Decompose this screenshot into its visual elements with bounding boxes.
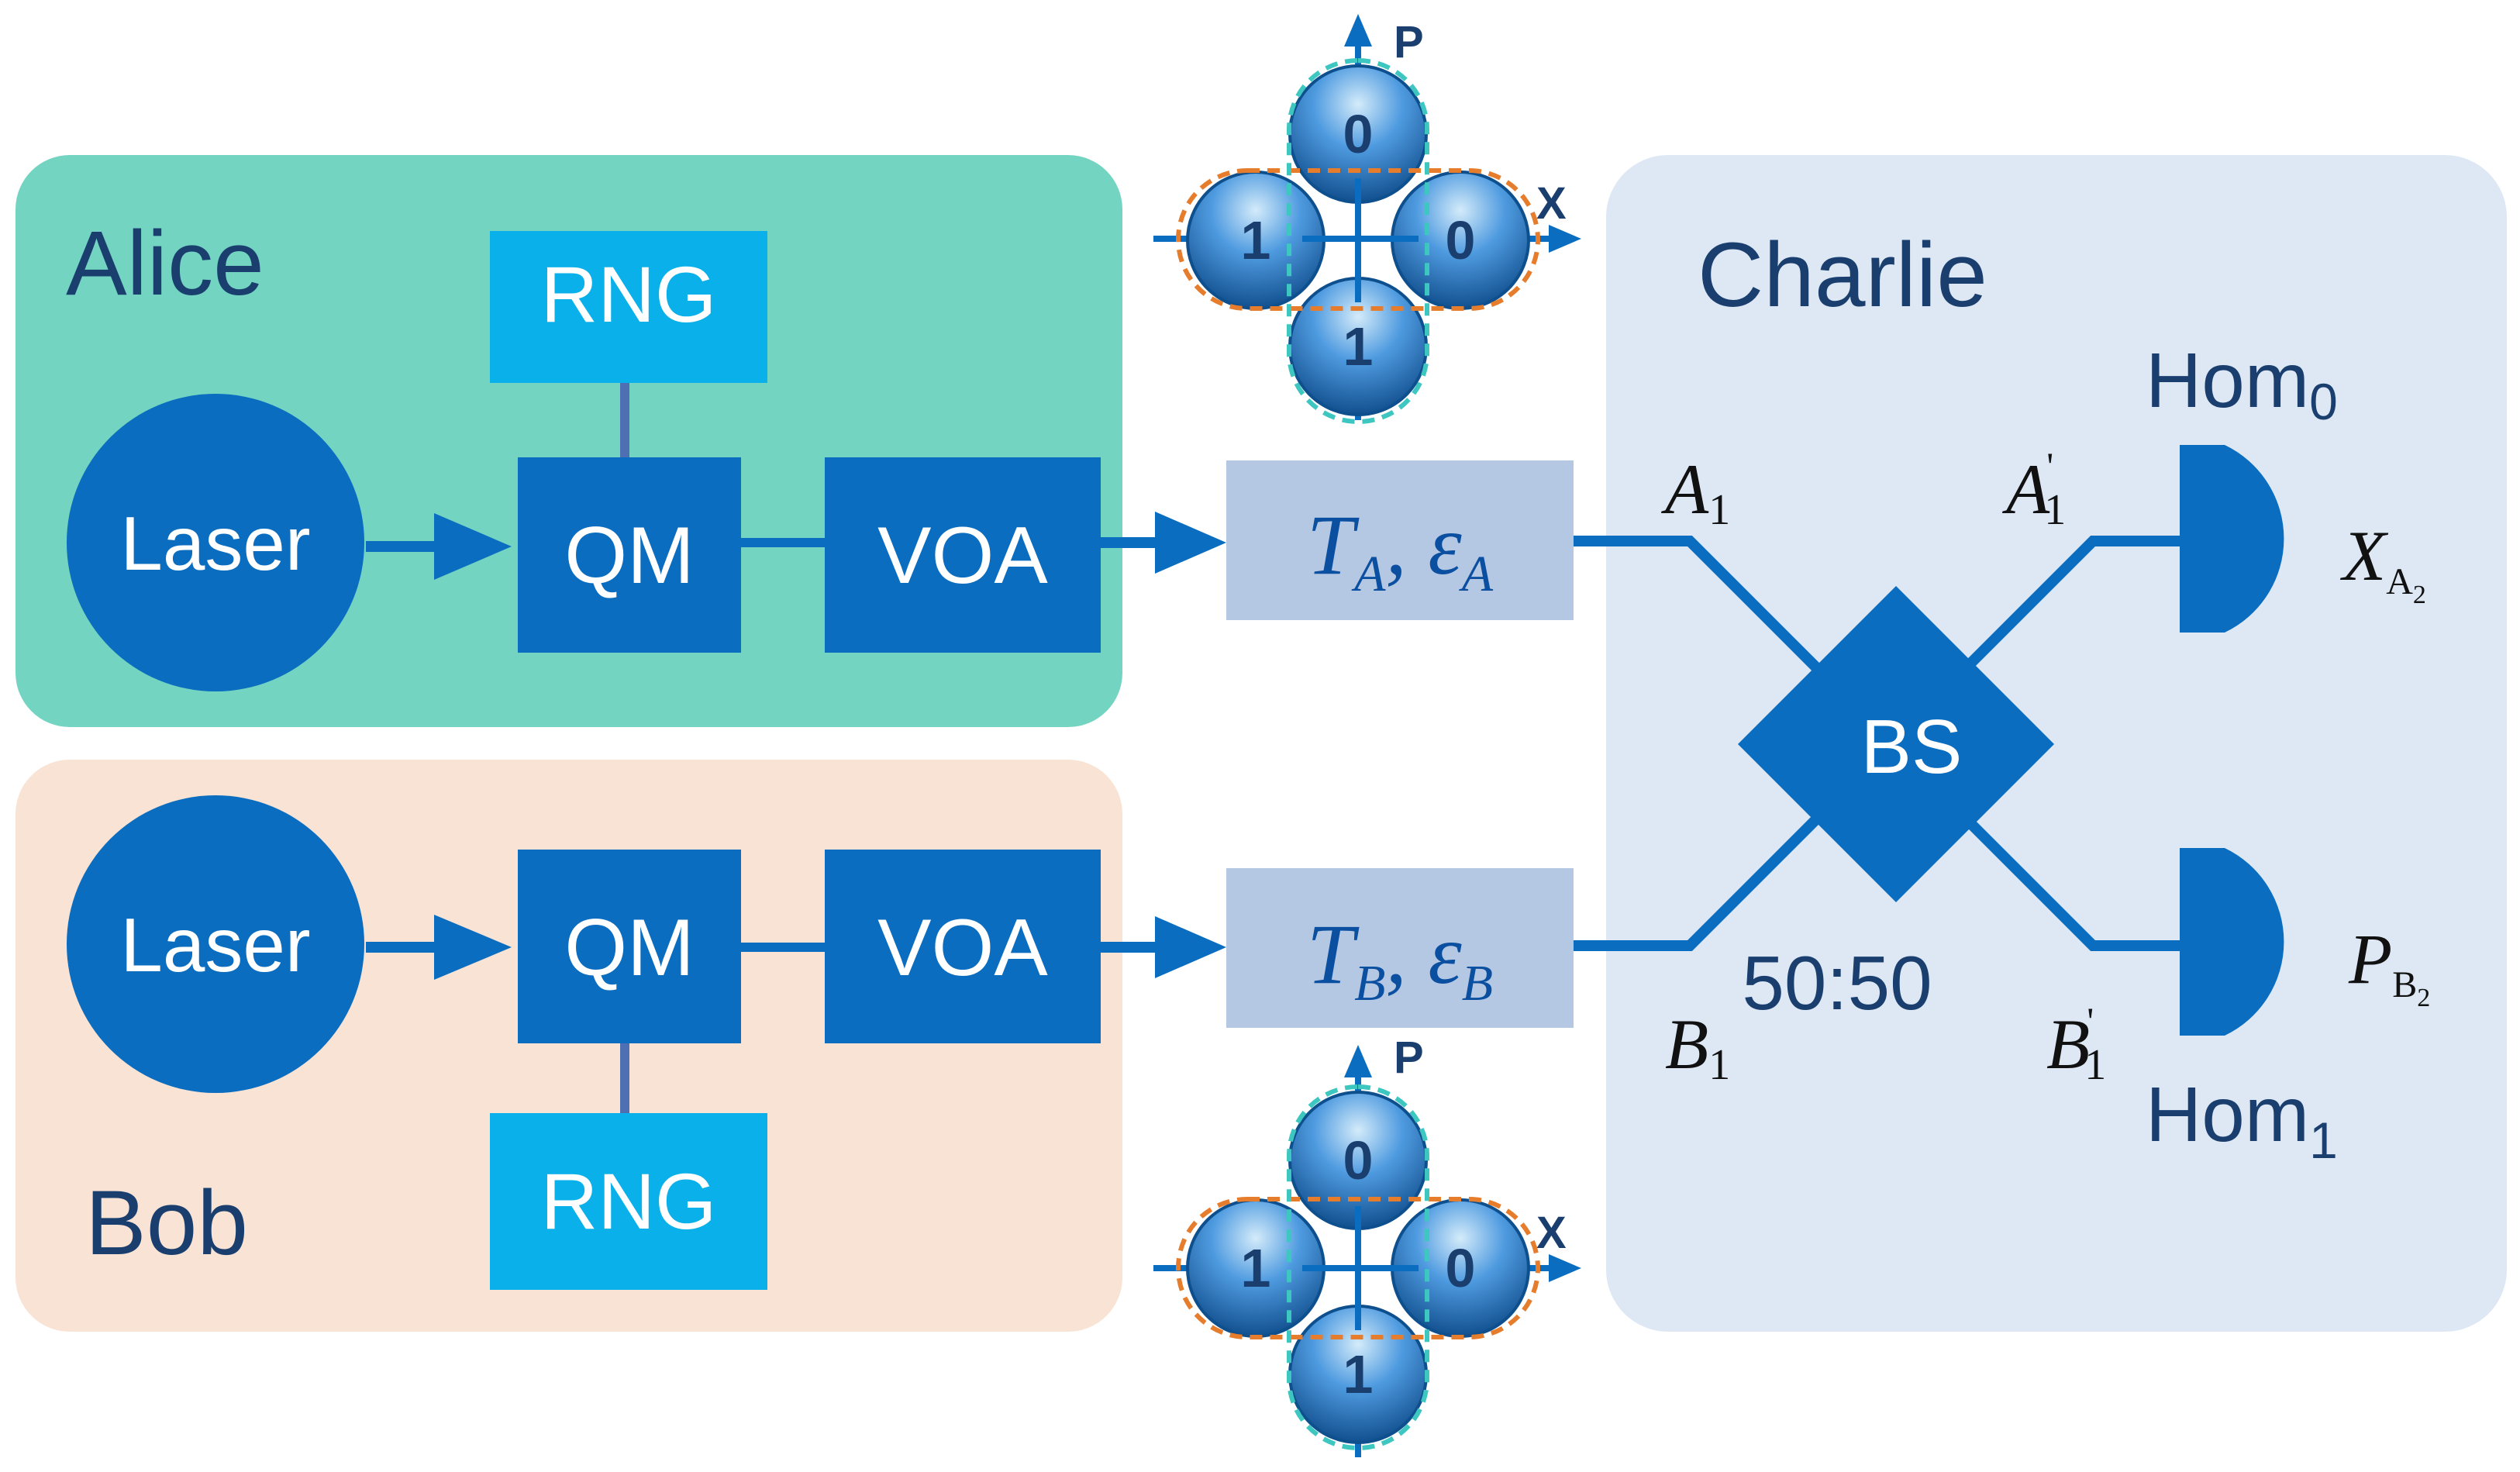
mode-a-in-label: A1 xyxy=(1660,450,1730,534)
x-axis-bottom-arrowhead xyxy=(1549,1254,1581,1282)
state-label-bottom-x0: 0 xyxy=(1446,1238,1476,1298)
constellation-top: P X 0 1 0 1 xyxy=(1153,14,1581,424)
homodyne-detector-0 xyxy=(2180,445,2284,633)
mode-b-out-label: B'1 xyxy=(2046,999,2106,1089)
bob-rng-box xyxy=(490,1113,767,1290)
bob-voa-arrowhead xyxy=(1155,916,1226,978)
state-label-bottom-p1: 1 xyxy=(1343,1344,1374,1405)
mode-a-line xyxy=(1574,536,1833,684)
bob-laser-arrowhead xyxy=(434,915,512,980)
beam-splitter-label: BS xyxy=(1861,704,1963,789)
bob-voa-text: VOA xyxy=(877,903,1048,993)
state-label-top-p1: 1 xyxy=(1343,316,1374,377)
mode-b-out-line xyxy=(1949,802,2186,951)
homodyne-detector-1 xyxy=(2180,848,2284,1036)
alice-label: Alice xyxy=(66,212,264,315)
bob-laser xyxy=(67,795,364,1093)
state-label-top-x0: 0 xyxy=(1446,210,1476,271)
alice-qm-box xyxy=(518,457,741,653)
hom1-label: Hom1 xyxy=(2146,1071,2338,1169)
bob-laser-text: Laser xyxy=(120,902,310,988)
bob-rng-text: RNG xyxy=(541,1157,717,1246)
constellation-bottom: P X 0 1 0 1 xyxy=(1153,1032,1581,1457)
bob-qm-text: QM xyxy=(564,903,695,993)
alice-laser xyxy=(67,394,364,691)
beam-splitter-ratio: 50:50 xyxy=(1742,940,1932,1026)
state-label-bottom-x1: 1 xyxy=(1241,1238,1271,1298)
p-axis-top-arrowhead xyxy=(1344,14,1372,47)
state-label-top-p0: 0 xyxy=(1343,104,1374,164)
alice-laser-text: Laser xyxy=(120,501,310,586)
mode-a-out-label: A'1 xyxy=(2001,444,2066,534)
p-basis-outline-top xyxy=(1287,58,1429,424)
alice-laser-arrowhead xyxy=(434,513,512,580)
alice-rng-text: RNG xyxy=(541,250,717,339)
alice-qm-text: QM xyxy=(564,511,695,601)
p-basis-outline-bottom xyxy=(1287,1084,1429,1450)
alice-voa-arrowhead xyxy=(1155,512,1226,574)
x-basis-outline-top xyxy=(1176,168,1540,311)
bob-voa-box xyxy=(825,850,1101,1043)
beam-splitter xyxy=(1738,586,2054,902)
output-p-label: PB2 xyxy=(2348,919,2430,1012)
bob-label: Bob xyxy=(85,1172,248,1274)
state-label-bottom-p0: 0 xyxy=(1343,1130,1374,1191)
charlie-panel xyxy=(1606,155,2507,1332)
x-axis-bottom-label: X xyxy=(1536,1208,1567,1258)
bob-channel-box xyxy=(1226,868,1574,1028)
alice-channel-box xyxy=(1226,460,1574,620)
p-axis-bottom-label: P xyxy=(1394,1032,1424,1083)
alice-rng-box xyxy=(490,231,767,383)
bob-qm-box xyxy=(518,850,741,1043)
hom0-label: Hom0 xyxy=(2146,337,2338,430)
x-axis-top-label: X xyxy=(1536,178,1567,229)
p-axis-top-label: P xyxy=(1394,17,1424,67)
output-x-label: XA2 xyxy=(2339,516,2426,609)
mode-b-in-label: B1 xyxy=(1665,1005,1730,1089)
charlie-label: Charlie xyxy=(1698,224,1987,326)
x-basis-outline-bottom xyxy=(1176,1197,1540,1339)
p-axis-bottom-arrowhead xyxy=(1344,1045,1372,1077)
mode-a-out-line xyxy=(1949,536,2186,684)
mode-b-line xyxy=(1574,802,1833,951)
state-label-top-x1: 1 xyxy=(1241,210,1271,271)
alice-voa-box xyxy=(825,457,1101,653)
bob-channel-label: TB, εB xyxy=(1307,907,1493,1012)
alice-channel-label: TA, εA xyxy=(1307,498,1494,602)
alice-voa-text: VOA xyxy=(877,511,1048,601)
x-axis-top-arrowhead xyxy=(1549,225,1581,253)
